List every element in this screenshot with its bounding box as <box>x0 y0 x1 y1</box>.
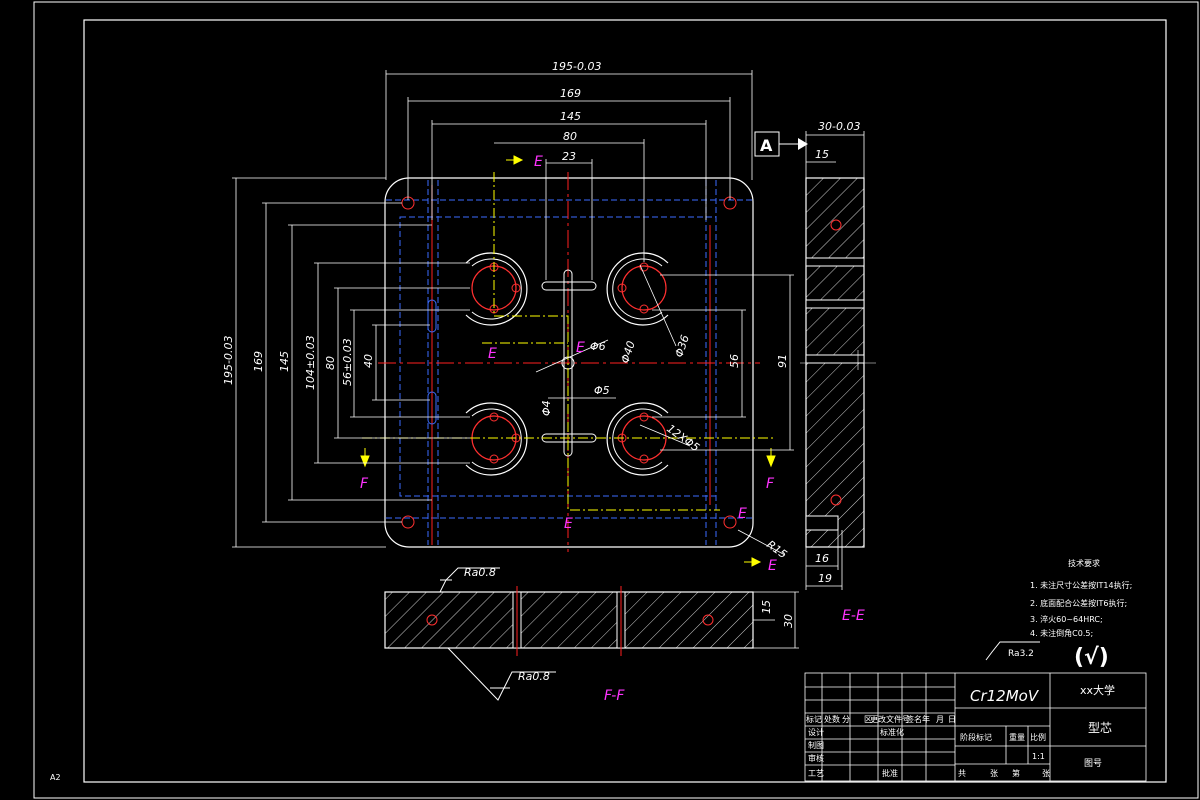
dim-19-side: 19 <box>818 572 832 585</box>
side-section-view <box>754 131 876 590</box>
dim-195-top: 195-0.03 <box>552 60 601 73</box>
view-label-f-f: F-F <box>604 688 625 704</box>
dim-phi40: Φ40 <box>618 339 637 365</box>
dim-30-side: 30-0.03 <box>818 120 860 133</box>
tech-req-item: 3. 淬火60~64HRC; <box>1030 614 1103 624</box>
header-div: 分 <box>842 715 850 724</box>
sheet-size-label: A2 <box>50 773 61 782</box>
runner-slot <box>541 281 597 291</box>
dim-23-top: 23 <box>562 150 576 163</box>
check-label: 审核 <box>808 753 824 763</box>
header-zone: 区 <box>864 715 872 724</box>
school-name: xx大学 <box>1080 683 1115 697</box>
dim-16-side: 16 <box>815 552 829 565</box>
roughness-top: Ra0.8 <box>464 566 496 579</box>
header-month: 月 <box>936 715 944 724</box>
section-mark-e: E <box>738 506 747 522</box>
section-arrow-f <box>766 448 776 468</box>
tech-req-item: 2. 底面配合公差按IT6执行; <box>1030 598 1127 608</box>
header-sign: 签名 <box>906 714 922 724</box>
section-mark-e: E <box>768 558 777 574</box>
dim-80-left: 80 <box>324 356 337 370</box>
dim-phi6: Φ6 <box>590 340 606 353</box>
dim-145-top: 145 <box>560 110 581 123</box>
cut-line-e <box>493 172 720 511</box>
process-label: 工艺 <box>808 769 824 778</box>
cavity-bottom-left <box>465 402 528 476</box>
header-day: 日 <box>948 715 956 724</box>
header-count: 处数 <box>824 714 840 724</box>
dim-56-right: 56 <box>728 354 741 368</box>
roughness-general: Ra3.2 <box>1008 649 1034 659</box>
stage-mark-label: 阶段标记 <box>960 732 992 742</box>
tech-req-item: 4. 未注倒角C0.5; <box>1030 628 1093 638</box>
corner-hole <box>723 515 737 529</box>
section-arrow-e <box>744 557 762 567</box>
section-mark-e: E <box>564 516 573 532</box>
section-arrow-e <box>506 155 524 165</box>
sheets-label: 张 <box>990 769 998 778</box>
weight-label: 重量 <box>1009 732 1025 742</box>
view-label-e-e: E-E <box>842 608 865 624</box>
header-year: 年 <box>922 714 930 724</box>
dim-169-left: 169 <box>252 351 265 372</box>
drawing-no-label: 图号 <box>1084 758 1102 769</box>
total-label: 共 <box>958 769 966 778</box>
dim-91-right: 91 <box>776 354 789 368</box>
cavity-top-right <box>606 252 669 326</box>
dim-30-bottom: 30 <box>782 614 795 628</box>
approve-label: 批准 <box>882 768 898 778</box>
roughness-general-symbol: (√) <box>1074 645 1109 670</box>
section-mark-e: E <box>534 154 543 170</box>
tech-req-item: 1. 未注尺寸公差按IT14执行; <box>1030 580 1132 590</box>
material: Cr12MoV <box>970 687 1040 705</box>
dim-169-top: 169 <box>560 87 581 100</box>
cavity-bottom-right <box>606 402 669 476</box>
dim-80-top: 80 <box>563 130 577 143</box>
header-change-doc: 更改文件号 <box>870 714 910 724</box>
title-block <box>804 672 1147 782</box>
tech-req-title: 技术要求 <box>1068 558 1100 568</box>
page-label: 第 <box>1012 768 1020 778</box>
bottom-section-view <box>384 567 1040 701</box>
dim-phi5: Φ5 <box>594 384 610 397</box>
section-mark-f: F <box>766 476 775 492</box>
design-label: 设计 <box>808 727 824 737</box>
dim-15-side: 15 <box>815 148 829 161</box>
dim-40-left: 40 <box>362 354 375 368</box>
dim-104-left: 104±0.03 <box>304 335 317 390</box>
guide-slot <box>427 391 437 425</box>
section-mark-f: F <box>360 476 369 492</box>
dim-15-bottom: 15 <box>760 600 773 614</box>
plan-view <box>360 155 776 567</box>
scale-value: 1:1 <box>1032 752 1045 761</box>
page-sheets-label: 张 <box>1042 769 1050 778</box>
runner-slot <box>563 269 573 457</box>
header-mark: 标记 <box>806 714 822 724</box>
part-name: 型芯 <box>1088 721 1112 735</box>
sheet-border <box>33 1 1199 799</box>
roughness-bottom: Ra0.8 <box>518 670 550 683</box>
drawing-label: 制图 <box>808 740 824 750</box>
dim-phi36: Φ36 <box>672 333 691 359</box>
cavity-top-left <box>465 252 528 326</box>
standardize-label: 标准化 <box>880 727 904 737</box>
guide-slot <box>427 299 437 333</box>
section-mark-e: E <box>488 346 497 362</box>
dim-56-left: 56±0.03 <box>341 338 354 386</box>
hidden-pocket <box>399 216 717 497</box>
datum-label: A <box>760 136 773 155</box>
dim-145-left: 145 <box>278 351 291 372</box>
drawing-frame <box>83 19 1167 783</box>
dimension-lines <box>232 70 794 556</box>
dim-phi4: Φ4 <box>540 400 553 416</box>
dim-195-left: 195-0.03 <box>222 336 235 385</box>
ratio-label: 比例 <box>1030 732 1046 742</box>
section-arrow-f <box>360 448 370 468</box>
section-mark-e: E <box>576 340 585 356</box>
